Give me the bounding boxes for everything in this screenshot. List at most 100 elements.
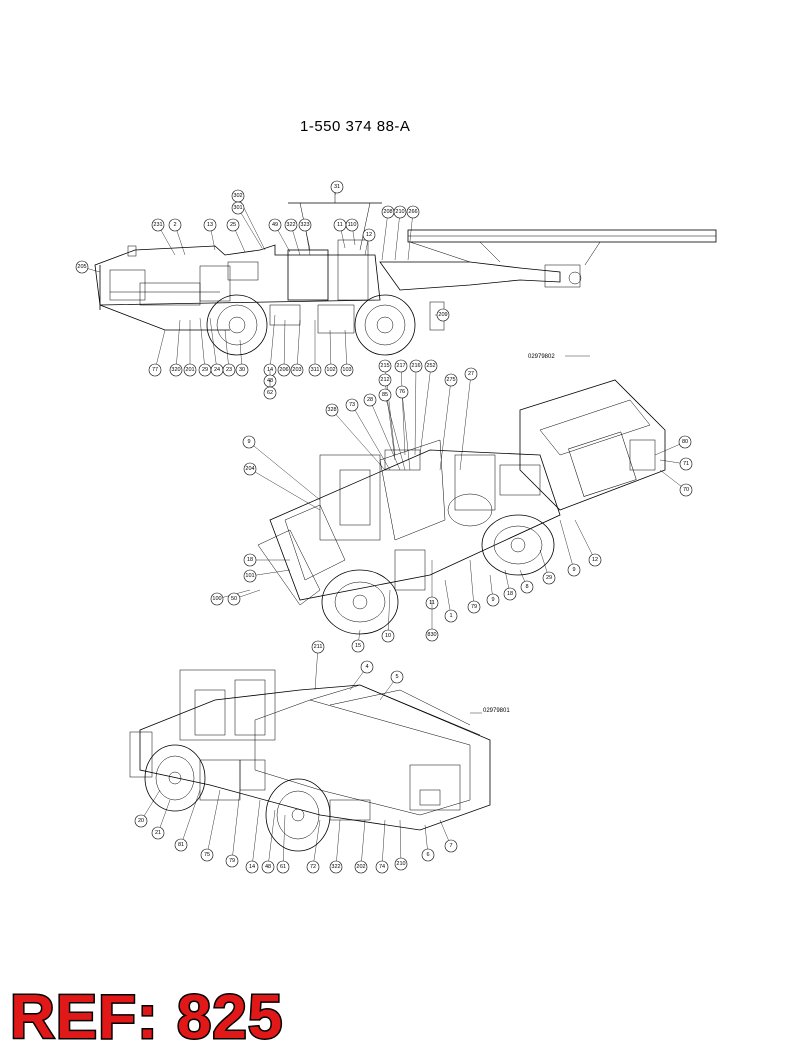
callout-label: 25 <box>230 222 236 228</box>
callout-79: 79 <box>225 854 239 868</box>
callout-label: 61 <box>280 864 286 870</box>
callout-label: 79 <box>471 604 477 610</box>
callout-label: 13 <box>207 222 213 228</box>
callout-7: 7 <box>444 839 458 853</box>
callout-110: 110 <box>345 218 359 232</box>
callout-28: 28 <box>363 393 377 407</box>
callout-label: 18 <box>507 591 513 597</box>
callout-20: 20 <box>134 814 148 828</box>
callout-252: 252 <box>424 359 438 373</box>
callout-label: 72 <box>310 864 316 870</box>
callout-label: 28 <box>367 397 373 403</box>
callout-205: 205 <box>75 260 89 274</box>
callout-label: 206 <box>279 367 288 373</box>
callout-label: 80 <box>682 439 688 445</box>
callout-label: 10 <box>385 633 391 639</box>
callout-25: 25 <box>226 218 240 232</box>
callout-18: 18 <box>243 553 257 567</box>
callout-101: 101 <box>243 569 257 583</box>
callout-label: 12 <box>366 232 372 238</box>
callout-label: 311 <box>311 367 320 373</box>
callout-label: 209 <box>438 312 447 318</box>
callout-12: 12 <box>362 228 376 242</box>
callout-71: 71 <box>679 457 693 471</box>
part-ref-02979801: 02979801 <box>483 708 510 714</box>
side-view-drawing <box>94 190 717 356</box>
callout-label: 14 <box>249 864 255 870</box>
callout-label: 50 <box>231 596 237 602</box>
callout-10: 10 <box>381 629 395 643</box>
callout-8: 8 <box>520 580 534 594</box>
callout-31: 31 <box>330 180 344 194</box>
callout-label: 23 <box>226 367 232 373</box>
callout-label: 204 <box>245 466 254 472</box>
callout-label: 27 <box>468 371 474 377</box>
callout-label: 31 <box>334 184 340 190</box>
callout-24: 24 <box>210 363 224 377</box>
callout-label: 322 <box>286 222 295 228</box>
callout-301: 301 <box>231 201 245 215</box>
callout-81: 81 <box>174 838 188 852</box>
callout-322: 322 <box>284 218 298 232</box>
callout-label: 30 <box>239 367 245 373</box>
callout-label: 12 <box>592 557 598 563</box>
callout-215: 215 <box>378 359 392 373</box>
callout-label: 202 <box>356 864 365 870</box>
callout-5: 5 <box>390 670 404 684</box>
callout-label: 85 <box>382 392 388 398</box>
callout-14: 14 <box>245 860 259 874</box>
callout-211: 211 <box>311 640 325 654</box>
callout-label: 15 <box>355 643 361 649</box>
callout-label: 217 <box>396 363 405 369</box>
callout-label: 76 <box>399 389 405 395</box>
callout-61: 61 <box>276 860 290 874</box>
callout-label: 203 <box>292 367 301 373</box>
callout-9: 9 <box>567 563 581 577</box>
callout-328: 328 <box>325 403 339 417</box>
callout-label: 205 <box>77 264 86 270</box>
callout-label: 11 <box>337 222 343 228</box>
callout-label: 81 <box>178 842 184 848</box>
callout-217: 217 <box>394 359 408 373</box>
callout-label: 20 <box>138 818 144 824</box>
callout-27: 27 <box>464 367 478 381</box>
callout-15: 15 <box>351 639 365 653</box>
callout-208: 208 <box>381 205 395 219</box>
callout-50: 50 <box>227 592 241 606</box>
callout-103: 103 <box>340 363 354 377</box>
callout-label: 73 <box>349 402 355 408</box>
callout-label: 1 <box>449 613 452 619</box>
callout-label: 275 <box>446 377 455 383</box>
callout-label: 201 <box>185 367 194 373</box>
callout-label: 100 <box>212 596 221 602</box>
callout-275: 275 <box>444 373 458 387</box>
callout-76: 76 <box>395 385 409 399</box>
callout-label: 210 <box>396 861 405 867</box>
callout-label: 208 <box>383 209 392 215</box>
callout-77: 77 <box>148 363 162 377</box>
callout-311: 311 <box>308 363 322 377</box>
callout-label: 29 <box>202 367 208 373</box>
callout-206: 206 <box>277 363 291 377</box>
callout-212: 212 <box>378 373 392 387</box>
callout-323: 323 <box>298 218 312 232</box>
callout-62: 62 <box>263 386 277 400</box>
callout-2: 2 <box>168 218 182 232</box>
iso-front-callouts: 215 217 216 252 212 275 27 328 73 28 85 76 9 204 80 71 7… <box>210 359 693 653</box>
callout-202: 202 <box>354 860 368 874</box>
callout-label: 210 <box>395 209 404 215</box>
callout-201: 201 <box>183 363 197 377</box>
callout-72: 72 <box>306 860 320 874</box>
callout-label: 21 <box>155 830 161 836</box>
callout-label: 216 <box>411 363 420 369</box>
callout-29: 29 <box>542 571 556 585</box>
callout-80: 80 <box>678 435 692 449</box>
callout-label: 103 <box>342 367 351 373</box>
callout-label: 4 <box>365 664 368 670</box>
callout-label: 49 <box>272 222 278 228</box>
callout-79: 79 <box>467 600 481 614</box>
callout-203: 203 <box>290 363 304 377</box>
callout-label: 9 <box>247 439 250 445</box>
callout-13: 13 <box>203 218 217 232</box>
callout-302: 302 <box>231 189 245 203</box>
